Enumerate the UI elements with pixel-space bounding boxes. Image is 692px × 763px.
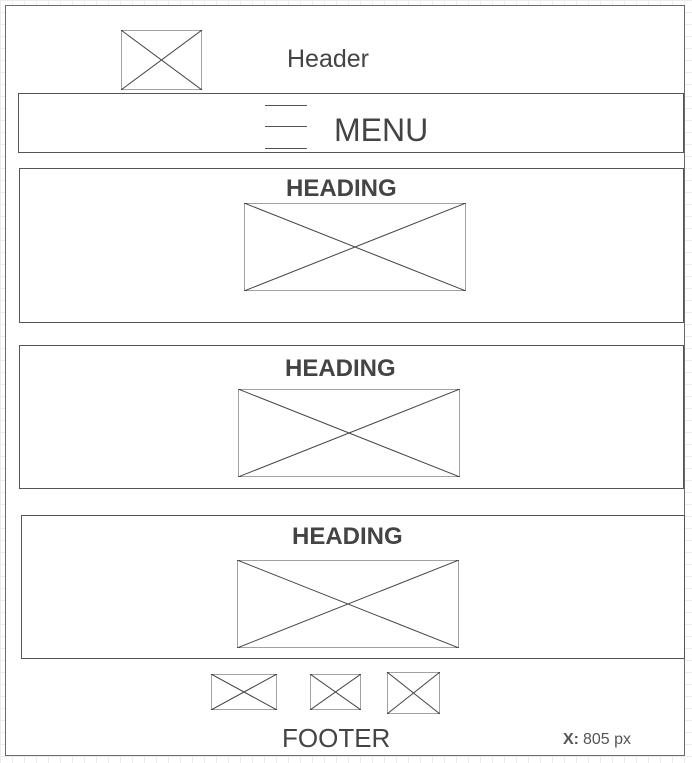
- section-heading: HEADING: [285, 355, 396, 382]
- menu-label[interactable]: MENU: [334, 112, 429, 148]
- coordinate-axis-label: X:: [563, 731, 579, 748]
- footer-icon-placeholder[interactable]: [310, 674, 361, 710]
- section-image-placeholder: [238, 389, 460, 477]
- image-placeholder-icon: [310, 674, 361, 710]
- hamburger-menu-icon[interactable]: [265, 104, 307, 150]
- menu-bar[interactable]: [18, 93, 684, 153]
- image-placeholder-icon: [244, 203, 466, 291]
- header-logo-placeholder: [121, 30, 202, 90]
- image-placeholder-icon: [237, 560, 459, 648]
- hamburger-line: [265, 105, 307, 106]
- image-placeholder-icon: [121, 30, 202, 90]
- hamburger-line: [265, 126, 307, 127]
- section-heading: HEADING: [286, 175, 397, 202]
- footer-icon-placeholder[interactable]: [387, 672, 440, 714]
- footer-icon-placeholder[interactable]: [211, 674, 277, 710]
- footer-label: FOOTER: [282, 723, 391, 753]
- image-placeholder-icon: [387, 672, 440, 714]
- section-image-placeholder: [237, 560, 459, 648]
- hamburger-line: [265, 148, 307, 149]
- image-placeholder-icon: [211, 674, 277, 710]
- coordinate-value: 805 px: [583, 731, 632, 748]
- header-title: Header: [287, 45, 369, 73]
- content-section: [19, 345, 684, 489]
- coordinate-readout: X:805 px: [563, 731, 631, 749]
- content-section: [21, 515, 685, 659]
- section-image-placeholder: [244, 203, 466, 291]
- image-placeholder-icon: [238, 389, 460, 477]
- section-heading: HEADING: [292, 523, 403, 550]
